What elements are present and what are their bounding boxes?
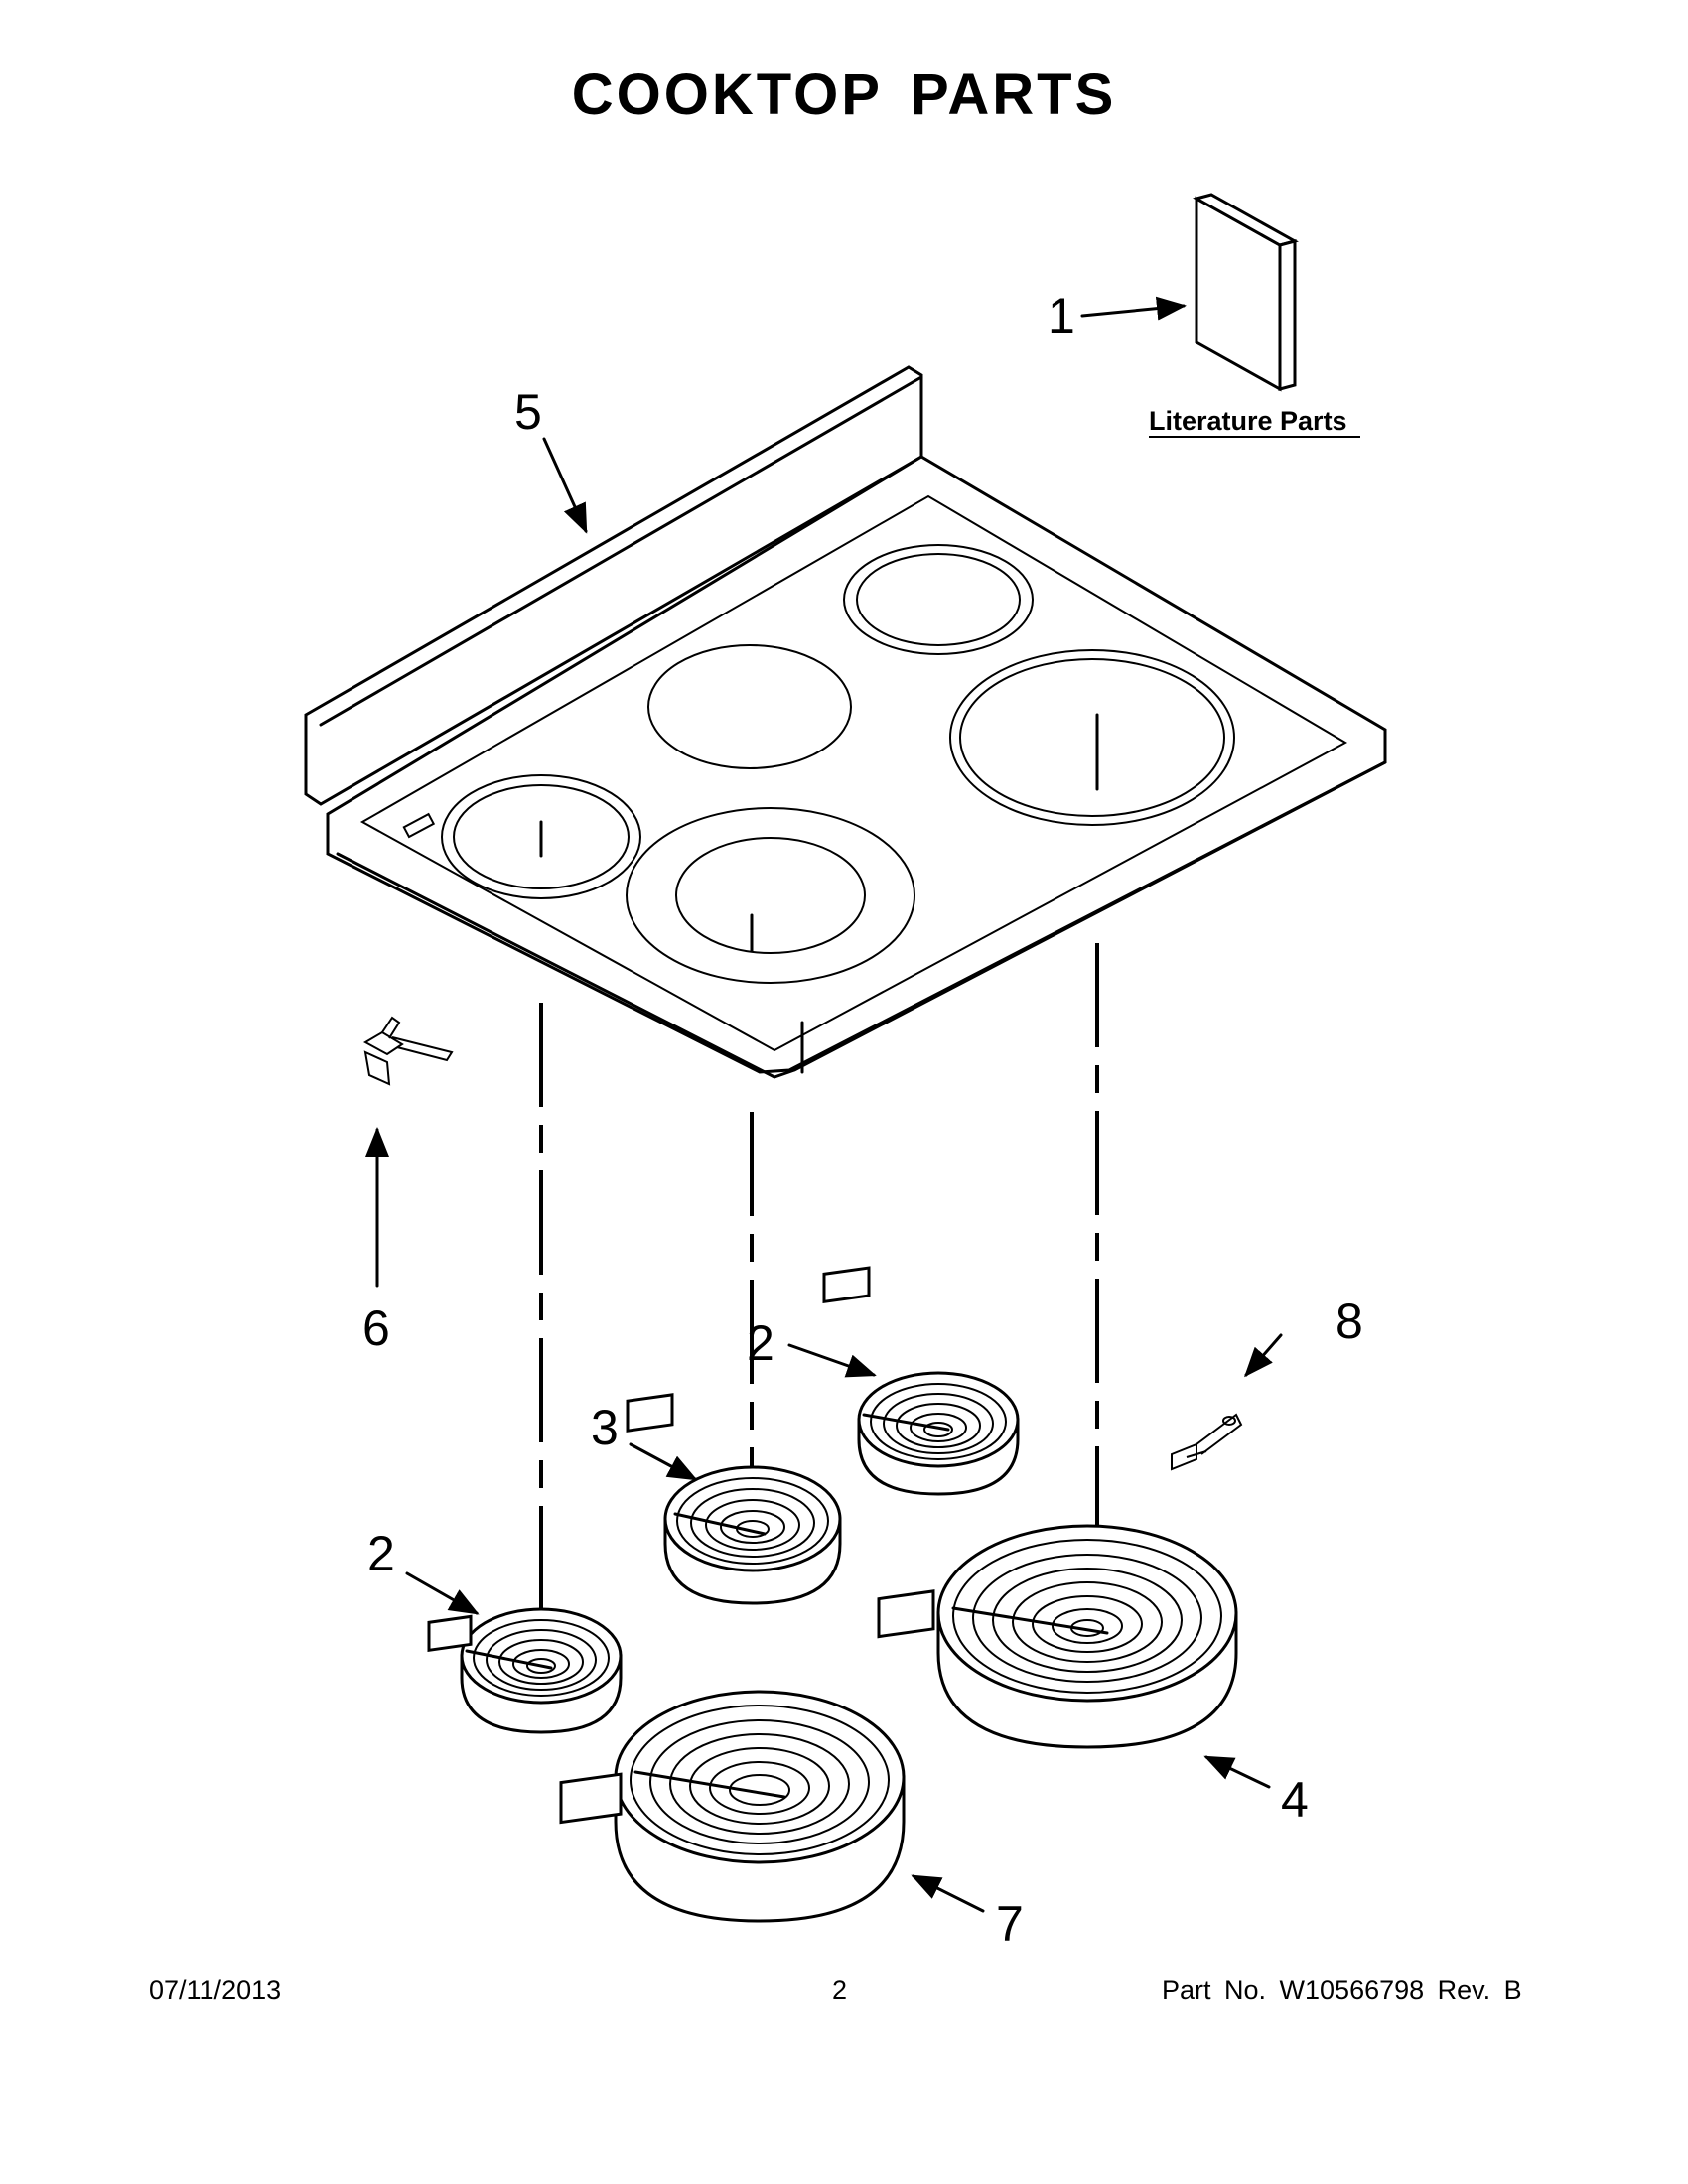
surface-element-small-front xyxy=(427,1607,623,1734)
callout-8: 8 xyxy=(1336,1294,1363,1349)
surface-element-large-right xyxy=(877,1524,1238,1749)
cooktop-glass xyxy=(304,365,1387,1079)
literature-parts-label: Literature Parts xyxy=(1149,406,1347,436)
cooktop-burner-outline-center-front xyxy=(626,807,915,984)
callout-arrow-3 xyxy=(629,1442,698,1481)
cooktop-burner-outline-center-rear xyxy=(647,644,852,769)
callout-3: 3 xyxy=(591,1400,619,1455)
callout-arrow-1 xyxy=(1080,296,1187,321)
callout-arrow-2-upper xyxy=(787,1343,877,1378)
callout-arrow-5 xyxy=(542,437,588,534)
callout-1: 1 xyxy=(1048,288,1075,343)
callout-arrow-8 xyxy=(1244,1333,1283,1378)
footer-date: 07/11/2013 xyxy=(149,1976,282,2005)
cooktop-burner-outline-right-rear xyxy=(843,544,1034,655)
footer-page-number: 2 xyxy=(832,1976,848,2005)
surface-element-large-front xyxy=(559,1690,906,1923)
callout-arrow-2-lower xyxy=(405,1571,480,1615)
callout-arrow-7 xyxy=(911,1874,985,1913)
limiter-clip xyxy=(362,1016,454,1086)
callout-2-upper: 2 xyxy=(747,1315,774,1371)
terminal-bracket xyxy=(1171,1413,1243,1471)
footer-part-number: Part No. W10566798 Rev. B xyxy=(1162,1976,1522,2005)
callout-4: 4 xyxy=(1281,1772,1309,1828)
cooktop-burner-outline-right-front xyxy=(949,649,1235,826)
page-title: COOKTOP PARTS xyxy=(571,63,1117,127)
callout-6: 6 xyxy=(362,1300,390,1356)
callout-5: 5 xyxy=(514,384,542,440)
callout-7: 7 xyxy=(996,1896,1024,1952)
surface-element-small-rear xyxy=(822,1266,1020,1496)
literature-booklet xyxy=(1193,193,1299,392)
cooktop-burner-outline-left-front xyxy=(441,774,641,899)
surface-element-medium xyxy=(626,1393,842,1605)
callout-arrow-4 xyxy=(1203,1755,1271,1789)
callout-2-lower: 2 xyxy=(367,1526,395,1581)
